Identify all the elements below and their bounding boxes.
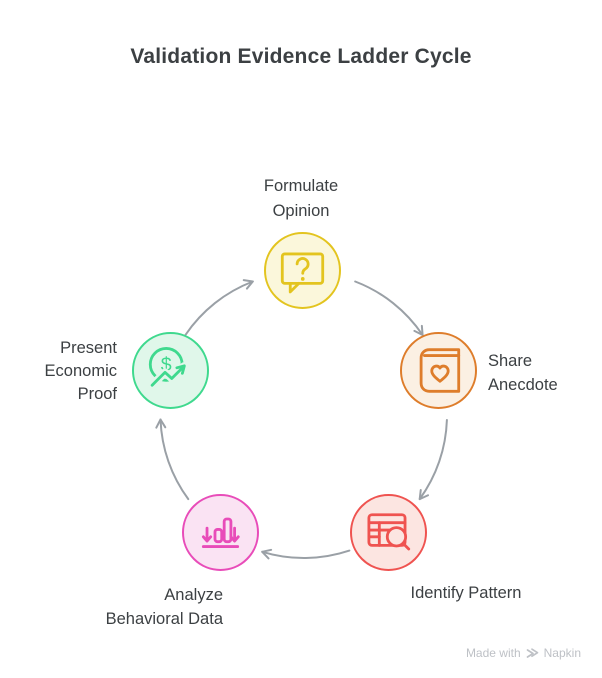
napkin-logo-icon [526, 647, 538, 658]
node-share-anecdote [399, 331, 477, 409]
label-line: Anecdote [488, 376, 558, 394]
page-title: Validation Evidence Ladder Cycle [130, 45, 472, 68]
watermark-brand: Napkin [543, 646, 581, 660]
table-magnifier-icon [366, 512, 410, 550]
label-line: Behavioral Data [105, 610, 223, 628]
watermark-prefix: Made with [465, 646, 521, 660]
label-line: Analyze [164, 586, 223, 604]
dollar-trend-icon: $ [147, 346, 188, 389]
label-line: Present [60, 339, 117, 357]
arrow-present-to-formulate [184, 279, 254, 336]
label-line: Opinion [272, 202, 330, 220]
arrow-formulate-to-share [354, 280, 424, 336]
dollar-glyph: $ [160, 354, 171, 376]
bar-chart-arrows-icon [201, 517, 240, 548]
node-label-present-economic-proof: Present Economic Proof [0, 337, 117, 406]
label-line: Proof [77, 385, 117, 403]
node-label-identify-pattern: Identify Pattern [366, 581, 566, 605]
label-line: Share [488, 352, 533, 370]
node-present-economic-proof: $ [131, 331, 209, 409]
node-formulate-opinion [263, 231, 341, 309]
arrow-analyze-to-present [155, 418, 190, 501]
label-line: Economic [44, 362, 117, 380]
arrow-share-to-identify [418, 419, 448, 501]
node-label-formulate-opinion: Formulate Opinion [151, 174, 451, 224]
node-identify-pattern [349, 493, 427, 571]
watermark: Made with Napkin [466, 646, 581, 660]
node-label-analyze-behavioral-data: Analyze Behavioral Data [23, 583, 223, 631]
node-analyze-behavioral-data [181, 493, 259, 571]
arrow-identify-to-analyze [261, 548, 351, 560]
node-label-share-anecdote: Share Anecdote [488, 349, 598, 397]
book-heart-icon [419, 347, 460, 393]
label-line: Identify Pattern [410, 584, 522, 602]
question-bubble-icon [280, 252, 324, 293]
label-line: Formulate [263, 177, 339, 195]
